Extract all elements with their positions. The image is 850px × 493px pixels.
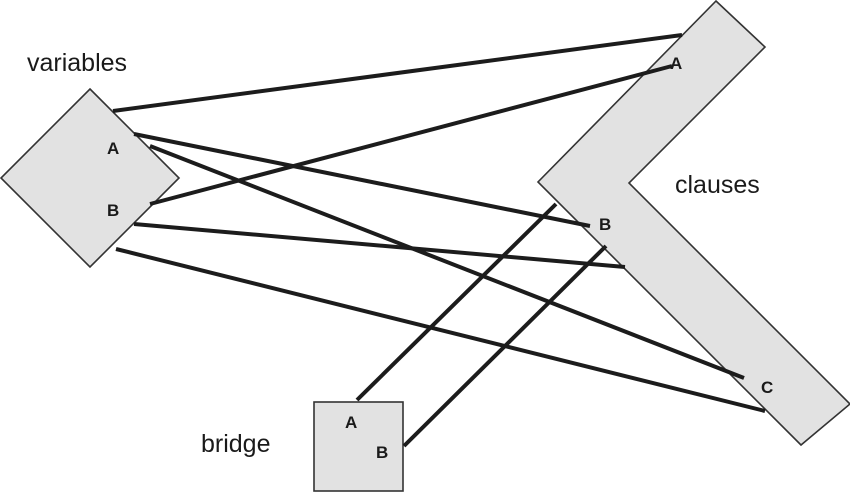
edge-variable-a-to-clause-c xyxy=(149,144,745,380)
variables-label: variables xyxy=(27,49,127,77)
edge-variable-a-to-clause-b xyxy=(133,132,591,228)
bridge-box xyxy=(313,401,404,492)
edge-variables-to-clause-c xyxy=(115,247,766,413)
variable-port-a: A xyxy=(107,139,119,158)
edge-variable-b-to-clause-b xyxy=(133,222,626,269)
bridge-port-b: B xyxy=(376,443,388,462)
clauses-chevron xyxy=(536,0,850,447)
clause-port-c: C xyxy=(761,378,773,397)
variables-diamond xyxy=(0,87,181,269)
edge-bridge-a-to-clause-b xyxy=(355,202,558,402)
edge-variables-to-clause-a xyxy=(112,33,683,113)
bridge-label: bridge xyxy=(201,430,271,458)
clauses-label: clauses xyxy=(675,171,760,199)
edge-bridge-b-to-clause-b xyxy=(402,244,608,448)
clause-port-b: B xyxy=(599,215,611,234)
variable-port-b: B xyxy=(107,201,119,220)
bridge-port-a: A xyxy=(345,413,357,432)
clause-port-a: A xyxy=(670,54,682,73)
